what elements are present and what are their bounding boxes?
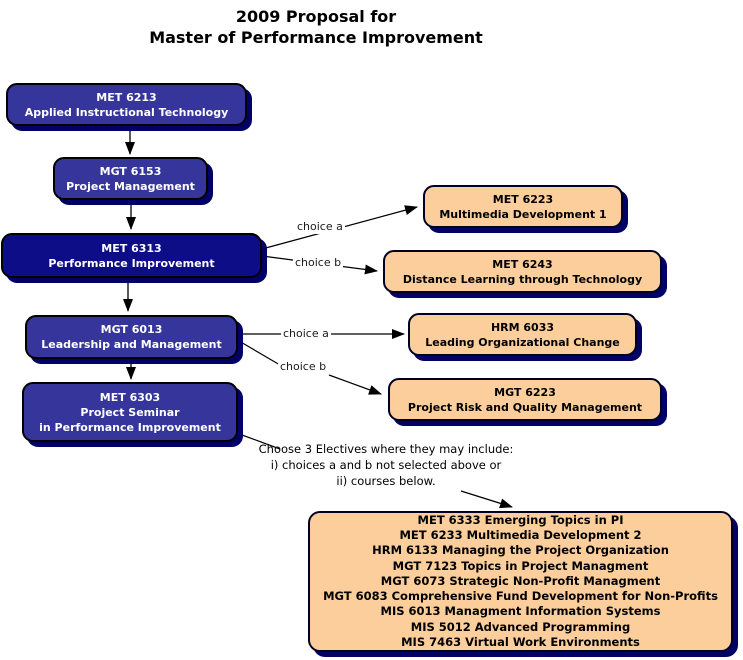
elective-list-line: MIS 7463 Virtual Work Environments <box>401 635 640 650</box>
course-name: Project Risk and Quality Management <box>407 400 643 414</box>
diagram-title-line1: 2009 Proposal for <box>235 7 397 26</box>
elective-box-hrm-6033: HRM 6033 Leading Organizational Change <box>408 313 637 356</box>
course-name: Distance Learning through Technology <box>402 272 643 286</box>
choice-b-label-1: choice b <box>293 256 344 270</box>
course-name: Leadership and Management <box>41 338 222 351</box>
course-code: MGT 6153 <box>99 164 162 178</box>
choice-b-label-2: choice b <box>278 360 329 374</box>
elective-list-line: HRM 6133 Managing the Project Organizati… <box>372 543 669 558</box>
elective-box-met-6223: MET 6223 Multimedia Development 1 <box>423 185 623 228</box>
course-name-line2: in Performance Improvement <box>39 420 221 434</box>
course-name: Performance Improvement <box>48 256 215 270</box>
course-box-met-6213: MET 6213 Applied Instructional Technolog… <box>6 83 247 126</box>
electives-note-line3: ii) courses below. <box>336 474 436 488</box>
course-code: MGT 6013 <box>100 323 163 336</box>
course-code: MET 6223 <box>492 192 554 206</box>
elective-list-line: MGT 6083 Comprehensive Fund Development … <box>323 589 718 604</box>
elective-box-met-6243: MET 6243 Distance Learning through Techn… <box>383 250 662 293</box>
course-name: Applied Instructional Technology <box>24 105 229 119</box>
electives-note-line1: Choose 3 Electives where they may includ… <box>258 442 514 456</box>
choice-a-label-2: choice a <box>281 327 331 341</box>
elective-list-line: MGT 6073 Strategic Non-Profit Managment <box>380 573 661 588</box>
elective-list-line: MET 6333 Emerging Topics in PI <box>417 512 624 527</box>
course-code: MET 6303 <box>99 390 161 404</box>
elective-list-line: MET 6233 Multimedia Development 2 <box>399 527 642 542</box>
course-code: MGT 6223 <box>494 385 556 399</box>
elective-list-line: MIS 6013 Managment Information Systems <box>380 604 661 619</box>
course-name: Multimedia Development 1 <box>439 207 607 221</box>
elective-list-line: MIS 5012 Advanced Programming <box>410 619 631 634</box>
diagram-title-line2: Master of Performance Improvement <box>149 28 483 47</box>
diagram-title: 2009 Proposal for Master of Performance … <box>66 6 566 48</box>
course-box-met-6313: MET 6313 Performance Improvement <box>1 233 262 278</box>
elective-box-mgt-6223: MGT 6223 Project Risk and Quality Manage… <box>388 378 662 421</box>
elective-list-line: MGT 7123 Topics in Project Managment <box>392 558 649 573</box>
course-code: MET 6213 <box>96 90 157 104</box>
electives-note: Choose 3 Electives where they may includ… <box>250 441 522 489</box>
course-code: MET 6313 <box>101 241 162 255</box>
course-box-mgt-6013: MGT 6013 Leadership and Management <box>25 315 238 359</box>
electives-note-line2: i) choices a and b not selected above or <box>270 458 502 472</box>
choice-a-label-1: choice a <box>295 220 345 234</box>
course-box-mgt-6153: MGT 6153 Project Management <box>53 157 208 200</box>
course-name: Leading Organizational Change <box>425 335 620 349</box>
course-name: Project Seminar <box>80 405 180 419</box>
course-code: HRM 6033 <box>490 320 555 334</box>
course-box-met-6303: MET 6303 Project Seminar in Performance … <box>22 382 238 442</box>
course-name: Project Management <box>66 179 195 193</box>
course-code: MET 6243 <box>492 257 553 271</box>
